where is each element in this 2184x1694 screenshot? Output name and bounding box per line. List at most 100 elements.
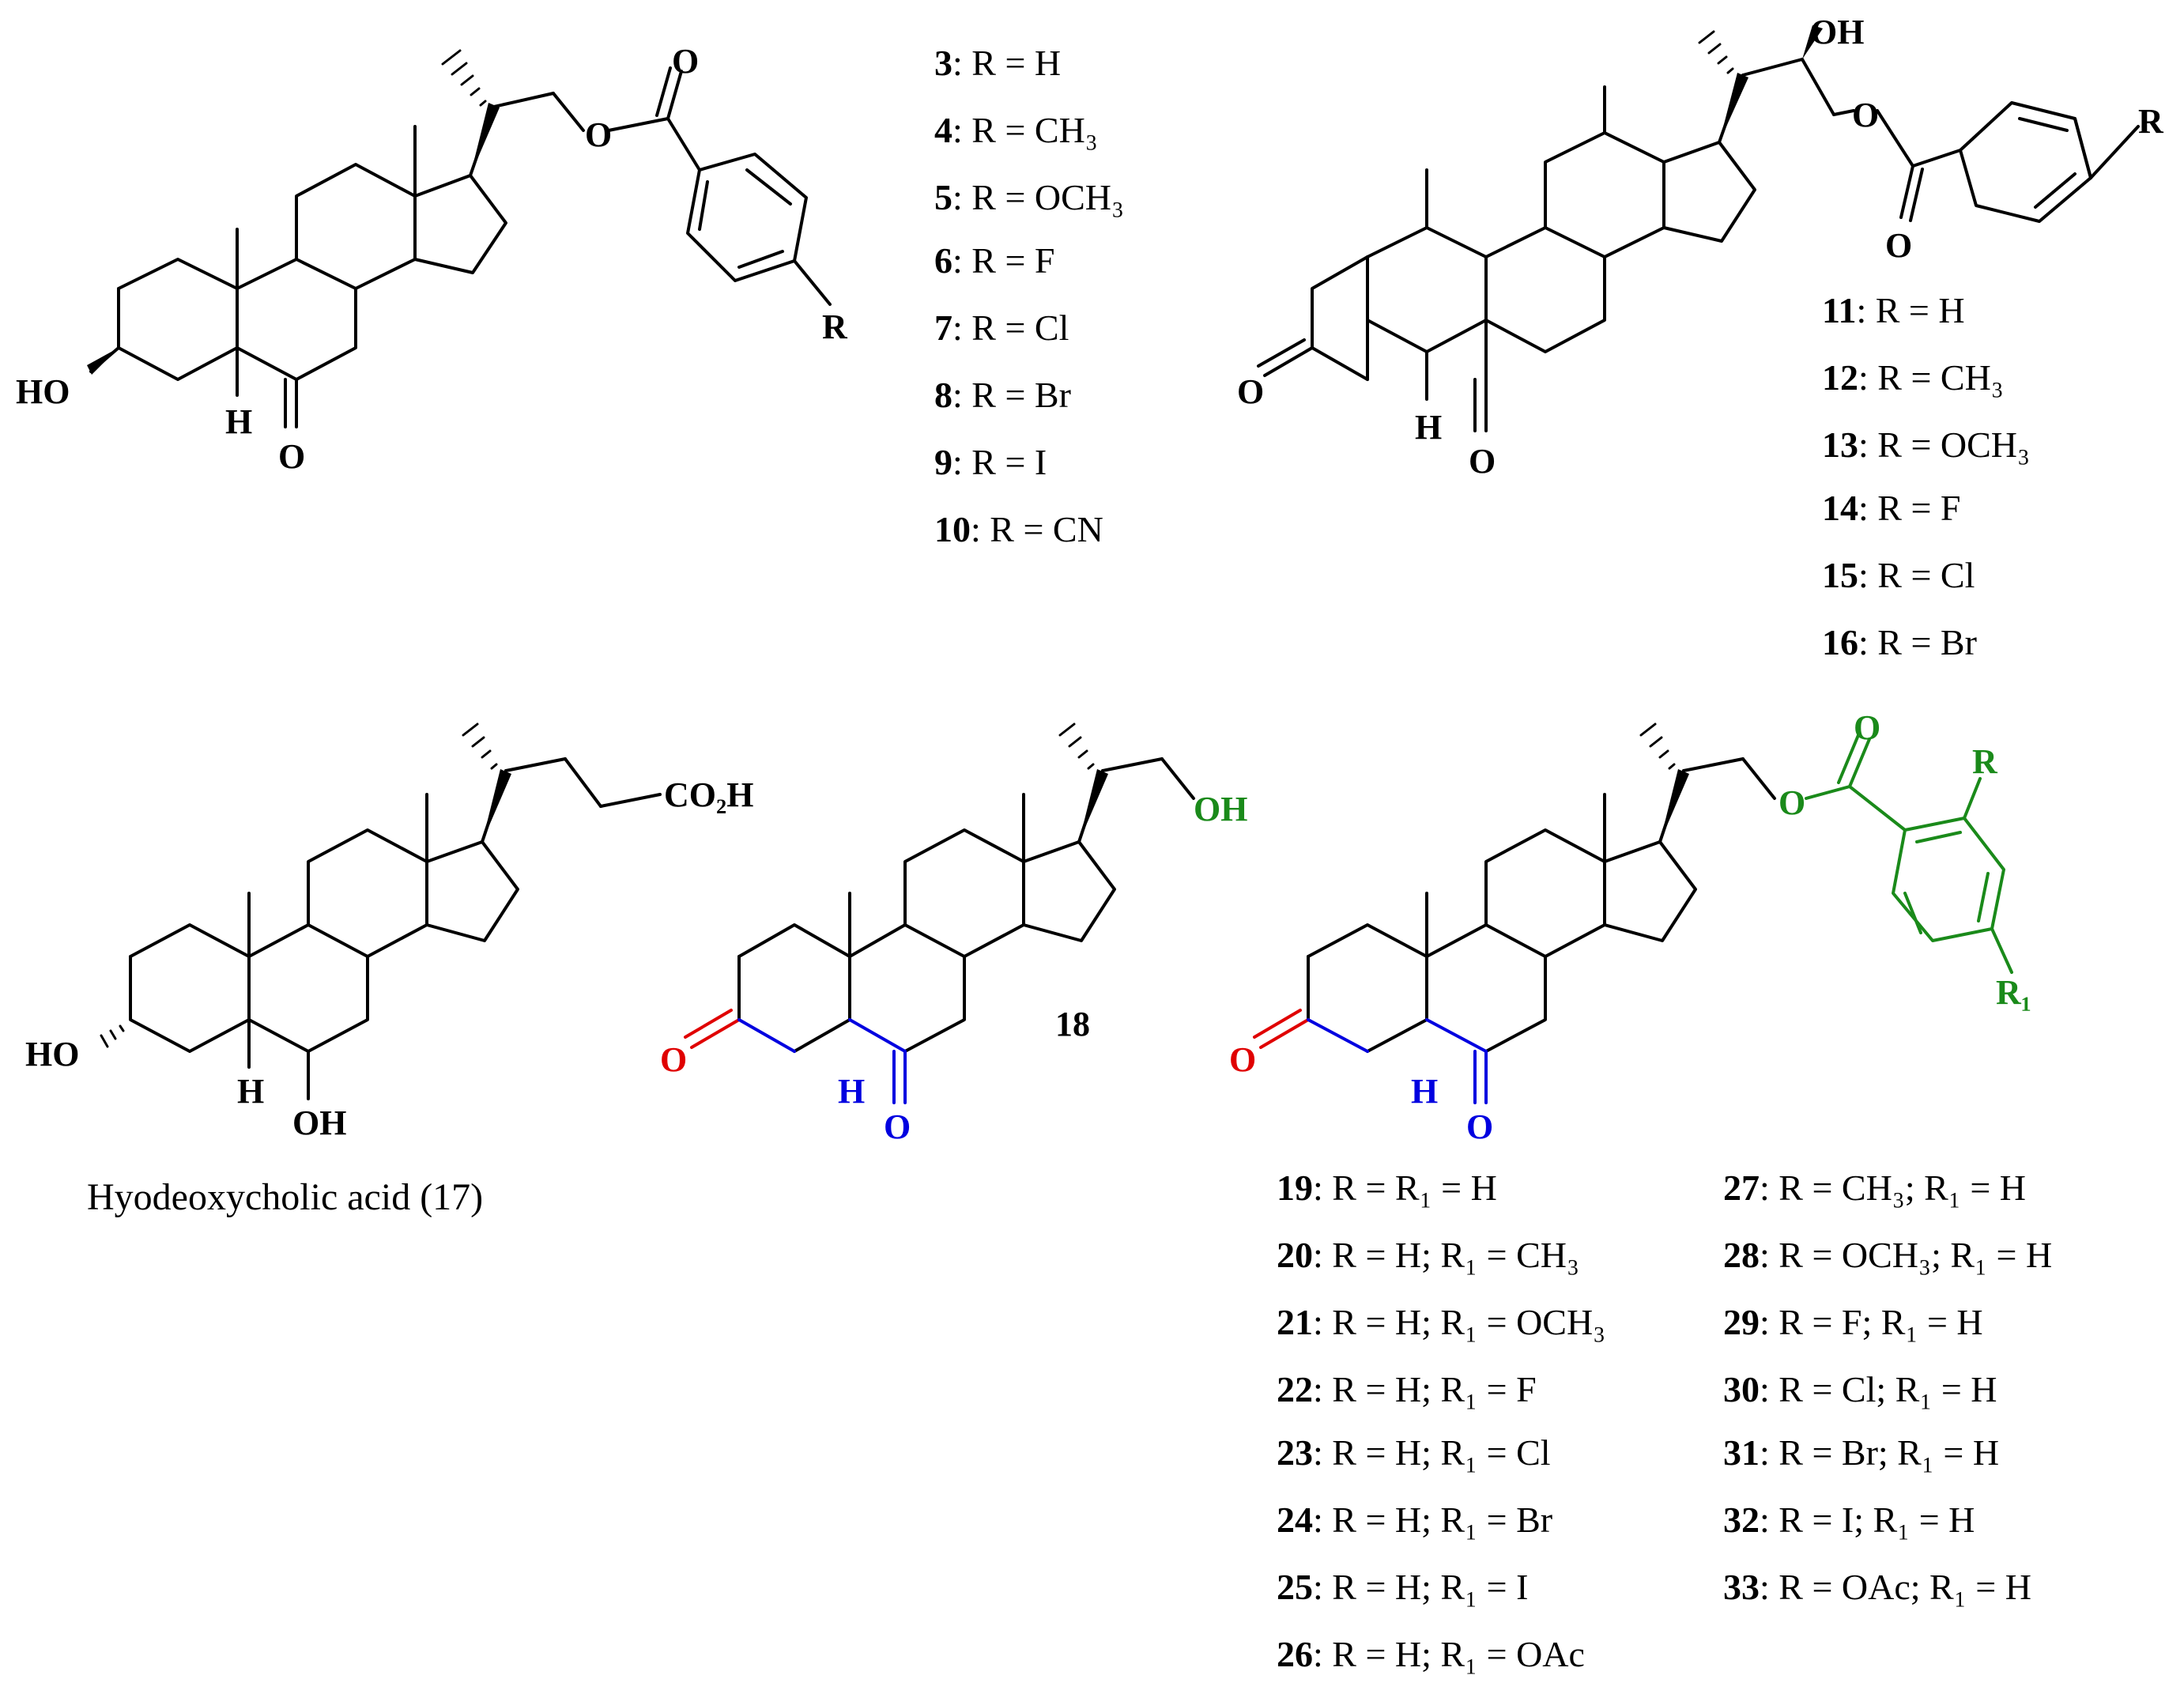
steroid-skeleton-bonds [737,757,1195,1053]
svg-text:22: R = H; R₁ = F: 22: R = H; R₁ = F [1277,1369,1537,1409]
steroid-skeleton-bonds [89,66,832,428]
substituent-text: : R = CH₃ [952,110,1098,150]
carbonyl-oxygen-label: O [1885,226,1912,265]
compound-id: 24 [1277,1500,1313,1540]
hydroxyl-label: OH [292,1104,346,1142]
series-3-10-list: 3: R = H 4: R = CH₃ 5: R = OCH₃ 6: R = F… [934,43,1124,549]
hashed-wedge-methyl [1698,30,1734,74]
hyodeoxycholic-caption: Hyodeoxycholic acid (17) [87,1176,483,1218]
substituent-text: : R = H; R₁ = OCH₃ [1313,1302,1605,1342]
substituent-text: : R = H; R₁ = I [1313,1567,1528,1607]
compound-id: 14 [1822,488,1858,528]
compound-id: 4 [934,110,952,150]
svg-text:28: R = OCH₃; R₁ = H: 28: R = OCH₃; R₁ = H [1723,1235,2052,1275]
substituent-text: : R = I [952,442,1047,482]
wedge-bond [1719,73,1748,142]
substituent-text: : R = R₁ = H [1313,1168,1497,1208]
ketone-oxygen-label: O [884,1107,911,1146]
svg-text:20: R = H; R₁ = CH₃: 20: R = H; R₁ = CH₃ [1277,1235,1579,1275]
ketone-oxygen-label: O [1229,1040,1256,1079]
wedge-bond [482,769,511,842]
compound-id: 8 [934,375,952,415]
carboxylic-acid-label: CO₂H [664,775,753,814]
wedge-bond-ho [87,348,119,375]
substituent-text: : R = OAc; R₁ = H [1760,1567,2031,1607]
svg-text:26: R = H; R₁ = OAc: 26: R = H; R₁ = OAc [1277,1634,1585,1674]
hydrogen-label: H [1415,408,1442,447]
hydrogen-label: H [225,402,252,441]
steroid-skeleton-bonds [1257,58,2140,432]
compound-id: 16 [1822,622,1858,662]
substituent-text: : R = OCH₃; R₁ = H [1760,1235,2052,1275]
hydroxyl-label: HO [16,372,70,411]
compound-id: 27 [1723,1168,1760,1208]
svg-text:27: R = CH₃; R₁ = H: 27: R = CH₃; R₁ = H [1723,1168,2026,1208]
compound-id: 10 [934,509,971,549]
svg-text:3: R = H: 3: R = H [934,43,1061,83]
compound-id: 13 [1822,424,1858,465]
hydrogen-label: H [237,1072,264,1111]
svg-text:6: R = F: 6: R = F [934,240,1055,281]
compound-id: 31 [1723,1432,1760,1473]
r-substituent-label: R [2138,102,2164,141]
ketone-oxygen-label: O [1469,442,1496,481]
compound-id: 25 [1277,1567,1313,1607]
compound-id: 7 [934,307,952,348]
series-27-33-list: 27: R = CH₃; R₁ = H 28: R = OCH₃; R₁ = H… [1723,1168,2052,1607]
carbonyl-oxygen-label: O [672,42,699,81]
substituent-text: : R = Br [1858,622,1977,662]
series-19-26-list: 19: R = R₁ = H 20: R = H; R₁ = CH₃ 21: R… [1277,1168,1605,1674]
compound-id: 23 [1277,1432,1313,1473]
svg-text:30: R = Cl; R₁ = H: 30: R = Cl; R₁ = H [1723,1369,1997,1409]
substituent-text: : R = H; R₁ = Cl [1313,1432,1551,1473]
r-substituent-label: R [822,307,848,346]
substituent-text: : R = CN [971,509,1103,549]
svg-text:25: R = H; R₁ = I: 25: R = H; R₁ = I [1277,1567,1528,1607]
compound-id: 15 [1822,555,1858,595]
series-11-16-list: 11: R = H 12: R = CH₃ 13: R = OCH₃ 14: R… [1822,290,2030,662]
wedge-bond [1079,769,1108,842]
compound-id: 11 [1822,290,1856,330]
compound-18-label: 18 [1055,1005,1090,1043]
wedge-bond [470,103,500,175]
compound-id: 19 [1277,1168,1313,1208]
substituent-text: : R = CH₃; R₁ = H [1760,1168,2026,1208]
benzoate-bonds-green [1805,734,2013,974]
hydroxyl-label: HO [25,1035,79,1073]
substituent-text: : R = H [952,43,1061,83]
compound-id: 6 [934,240,952,281]
substituent-text: : R = H; R₁ = CH₃ [1313,1235,1579,1275]
structure-11-16: OH O H O O O R [1237,13,2164,481]
substituent-text: : R = H; R₁ = F [1313,1369,1537,1409]
structure-17: HO H OH CO₂H Hyodeoxycholic acid (17) [25,722,753,1218]
svg-text:23: R = H; R₁ = Cl: 23: R = H; R₁ = Cl [1277,1432,1551,1473]
compound-id: 28 [1723,1235,1760,1275]
substituent-text: : R = Br; R₁ = H [1760,1432,1999,1473]
hashed-wedge-ho [100,1024,125,1048]
compound-id: 12 [1822,357,1858,398]
compound-id: 26 [1277,1634,1313,1674]
wedge-bond [1660,769,1689,842]
compound-id: 3 [934,43,952,83]
compound-id: 20 [1277,1235,1313,1275]
svg-text:29: R = F; R₁ = H: 29: R = F; R₁ = H [1723,1302,1983,1342]
compound-id: 33 [1723,1567,1760,1607]
r-substituent-label: R [1972,742,1998,781]
svg-text:4: R = CH₃: 4: R = CH₃ [934,110,1098,150]
blue-bonds [1307,1018,1488,1104]
substituent-text: : R = I; R₁ = H [1760,1500,1975,1540]
substituent-text: : R = H; R₁ = OAc [1313,1634,1585,1674]
substituent-text: : R = H; R₁ = Br [1313,1500,1552,1540]
svg-text:5: R = OCH₃: 5: R = OCH₃ [934,177,1124,217]
hashed-wedge-methyl [462,722,498,770]
ester-oxygen-label: O [585,115,612,154]
svg-text:10: R = CN: 10: R = CN [934,509,1103,549]
ester-oxygen-label: O [1852,96,1879,134]
svg-text:11: R = H: 11: R = H [1822,290,1965,330]
substituent-text: : R = CH₃ [1858,357,2004,398]
svg-text:33: R = OAc; R₁ = H: 33: R = OAc; R₁ = H [1723,1567,2031,1607]
structure-19-33: O H O O O R R₁ [1229,708,2031,1146]
substituent-text: : R = Cl [1858,555,1975,595]
structure-3-10: HO H O O O R [16,42,848,476]
svg-text:32: R = I; R₁ = H: 32: R = I; R₁ = H [1723,1500,1975,1540]
